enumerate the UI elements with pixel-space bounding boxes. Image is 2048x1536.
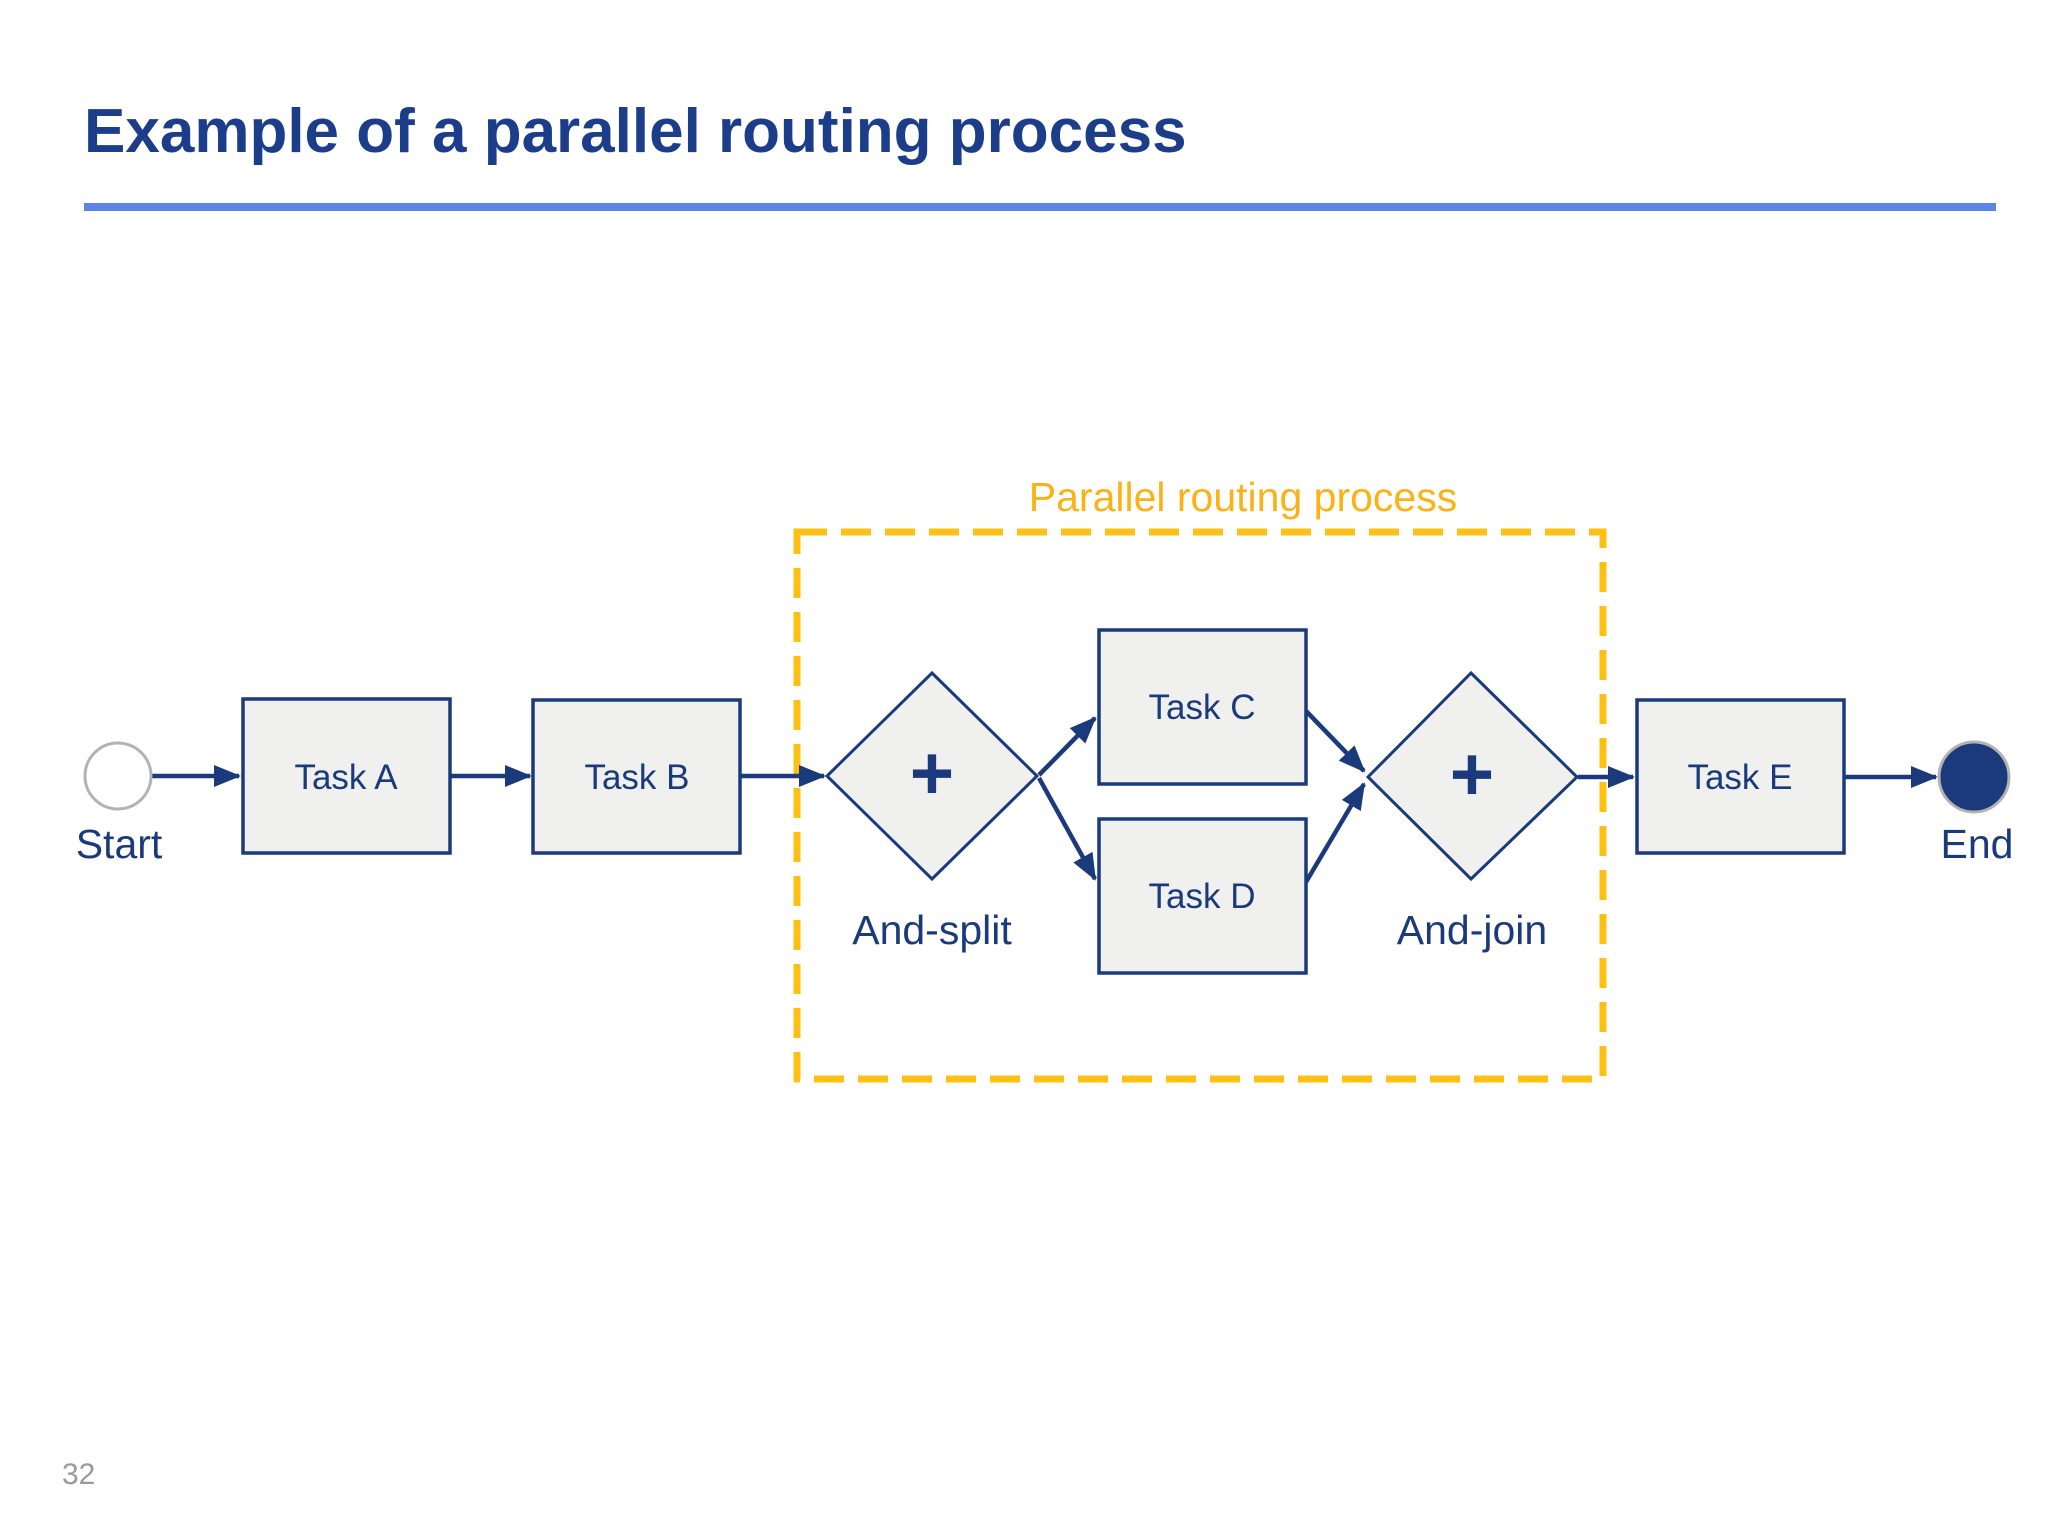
end-event-label: End bbox=[1941, 821, 2014, 867]
task-d-label: Task D bbox=[1149, 877, 1256, 916]
edge-and-split-to-task-d bbox=[1037, 776, 1097, 881]
and-split-gateway-diamond bbox=[824, 670, 1040, 882]
and-split-label: And-split bbox=[852, 907, 1012, 953]
end-event-circle bbox=[1937, 740, 2011, 814]
and-join-plus-icon: + bbox=[1450, 732, 1494, 817]
parallel-routing-group-label: Parallel routing process bbox=[1029, 474, 1457, 520]
start-event-circle bbox=[83, 741, 153, 811]
parallel-routing-group-box bbox=[793, 528, 1607, 1083]
page-title: Example of a parallel routing process bbox=[84, 97, 1187, 166]
task-b-label: Task B bbox=[584, 758, 689, 797]
task-e-box bbox=[1635, 698, 1846, 855]
page-number: 32 bbox=[62, 1458, 96, 1491]
task-d-box bbox=[1097, 817, 1308, 975]
task-c-label: Task C bbox=[1149, 688, 1256, 727]
edge-task-c-to-and-join bbox=[1304, 709, 1366, 773]
edge-task-d-to-and-join bbox=[1304, 782, 1366, 884]
title-divider-rule bbox=[84, 203, 1996, 211]
task-c-box bbox=[1097, 628, 1308, 786]
edge-and-split-to-task-c bbox=[1037, 716, 1097, 777]
task-a-box bbox=[241, 697, 452, 855]
and-join-gateway-diamond bbox=[1365, 670, 1580, 882]
and-join-label: And-join bbox=[1397, 907, 1547, 953]
task-b-box bbox=[531, 698, 742, 855]
and-split-plus-icon: + bbox=[910, 731, 954, 816]
task-a-label: Task A bbox=[294, 758, 398, 797]
task-e-label: Task E bbox=[1687, 758, 1792, 797]
start-event-label: Start bbox=[76, 821, 163, 867]
